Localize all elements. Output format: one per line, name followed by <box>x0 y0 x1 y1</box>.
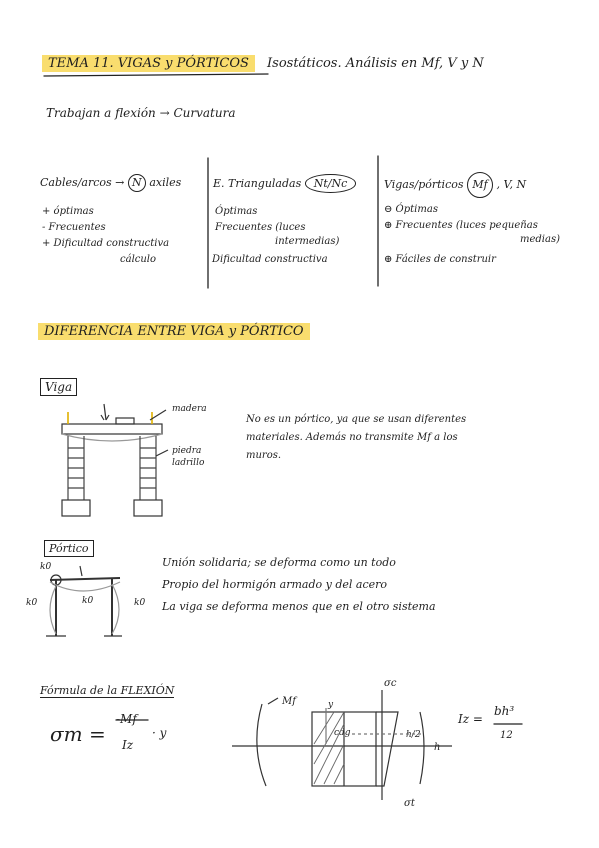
section-2-title-text: DIFERENCIA ENTRE VIGA y PÓRTICO <box>38 323 310 340</box>
page-title: TEMA 11. VIGAS y PÓRTICOS Isostáticos. A… <box>42 55 484 72</box>
viga-label: Viga <box>40 378 78 396</box>
col3-head-tail: , V, N <box>496 178 527 191</box>
inertia-numerator: bh³ <box>494 704 515 718</box>
formula-denominator: Iz <box>122 738 134 752</box>
col1-head-tail: axiles <box>149 176 182 189</box>
col2-line-2: Frecuentes (luces <box>215 222 306 233</box>
title-underline <box>43 73 269 77</box>
col3-line-2: ⊕ Frecuentes (luces pequeñas <box>384 220 538 231</box>
col2-head-text: E. Trianguladas <box>213 177 302 190</box>
portico-moment-4: k0 <box>134 598 146 608</box>
col1-head-text: Cables/arcos → <box>40 176 125 189</box>
col3-line-1: ⊖ Óptimas <box>384 204 438 215</box>
portico-moment-3: k0 <box>82 596 94 606</box>
portico-desc-2: Propio del hormigón armado y del acero <box>162 578 388 591</box>
inertia-lhs: Iz = <box>458 712 483 726</box>
diagram-moment: Mf <box>282 696 296 707</box>
col3-circle: Mf <box>467 172 494 198</box>
title-highlight: TEMA 11. VIGAS y PÓRTICOS <box>42 55 255 72</box>
col1-line-3: + Dificultad constructiva <box>42 238 170 249</box>
diagram-sigma-top: σc <box>384 678 397 689</box>
diagram-cdg: cdg <box>334 728 351 738</box>
formula-lhs: σm = <box>50 722 106 746</box>
portico-desc-1: Unión solidaria; se deforma como un todo <box>162 556 396 569</box>
col2-ellipse: Nt/Nc <box>304 174 357 193</box>
label-ladrillo: ladrillo <box>172 458 205 468</box>
label-piedra: piedra <box>172 446 202 456</box>
section-3-title: Fórmula de la FLEXIÓN <box>40 684 175 698</box>
label-madera: madera <box>172 404 207 414</box>
col1-heading: Cables/arcos → N axiles <box>40 174 181 192</box>
portico-desc-3: La viga se deforma menos que en el otro … <box>162 600 436 613</box>
formula-tail: · y <box>152 726 167 740</box>
portico-moment-2: k0 <box>26 598 38 608</box>
col1-line-1: + óptimas <box>42 206 94 217</box>
col3-heading: Vigas/pórticos Mf , V, N <box>384 172 526 198</box>
col2-heading: E. Trianguladas Nt/Nc <box>213 174 357 193</box>
diagram-y: y <box>328 700 334 710</box>
inertia-denominator: 12 <box>500 730 513 741</box>
diagram-h: h <box>434 742 441 753</box>
col2-line-3: intermedias) <box>275 236 340 247</box>
col1-line-2: - Frecuentes <box>42 222 106 233</box>
flexion-diagram <box>232 690 452 800</box>
portico-moment-1: k0 <box>40 562 52 572</box>
title-subtitle: Isostáticos. Análisis en Mf, V y N <box>267 56 484 71</box>
viga-desc-1: No es un pórtico, ya que se usan diferen… <box>246 414 467 425</box>
portico-drawing <box>46 565 122 637</box>
col3-line-3: medias) <box>520 234 560 245</box>
intro-line: Trabajan a flexión → Curvatura <box>46 106 236 120</box>
col3-head-text: Vigas/pórticos <box>384 178 464 191</box>
diagram-small-label: h/2 <box>406 730 421 740</box>
col1-n-circle: N <box>127 174 146 192</box>
viga-drawing <box>61 403 169 517</box>
viga-desc-3: muros. <box>246 450 282 461</box>
col2-line-1: Óptimas <box>215 206 258 217</box>
col3-line-4: ⊕ Fáciles de construir <box>384 254 496 265</box>
col1-extra: cálculo <box>120 254 157 265</box>
portico-label: Pórtico <box>44 540 94 557</box>
diagram-sigma-bottom: σt <box>404 798 415 809</box>
section-2-title: DIFERENCIA ENTRE VIGA y PÓRTICO <box>38 323 310 340</box>
col2-line-4: Dificultad constructiva <box>212 254 328 265</box>
formula-numerator: -Mf <box>116 712 137 726</box>
viga-desc-2: materiales. Además no transmite Mf a los <box>246 432 458 443</box>
